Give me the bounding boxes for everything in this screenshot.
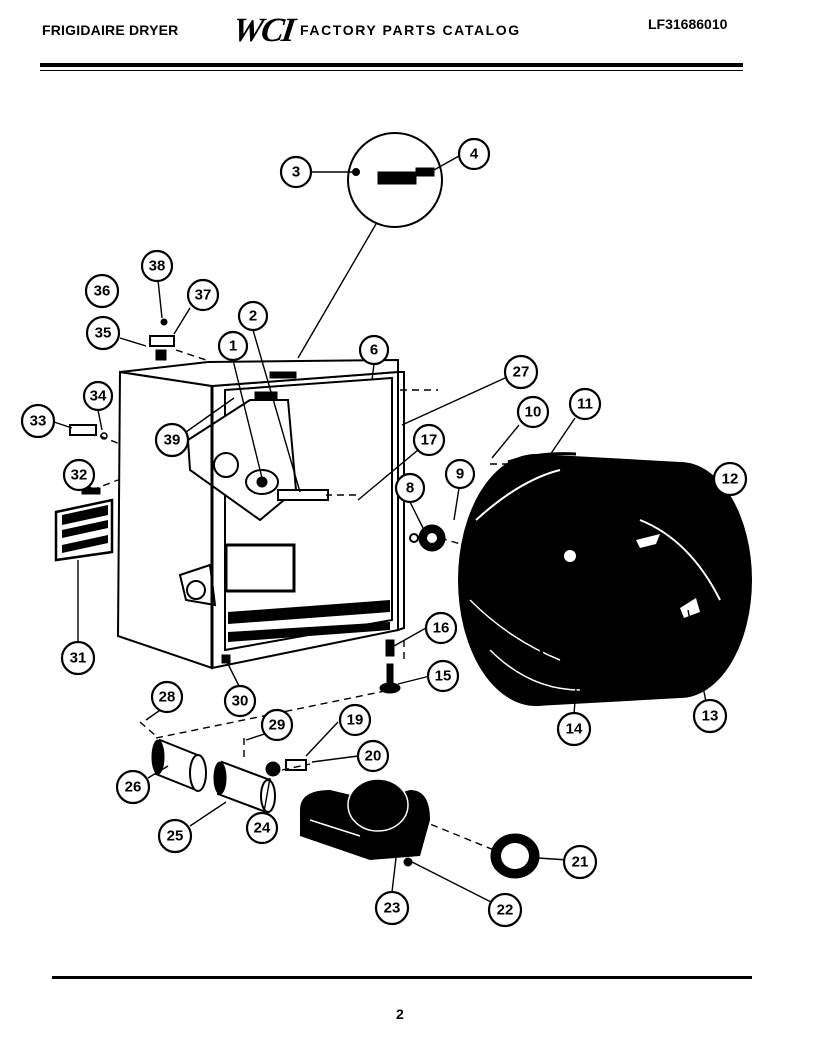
callout-38: 38 — [140, 249, 174, 283]
callout-26: 26 — [115, 769, 151, 805]
callout-9: 9 — [444, 458, 476, 490]
header-rule-thin — [40, 70, 743, 71]
callout-28: 28 — [150, 680, 184, 714]
header-rule — [40, 63, 743, 67]
cabinet — [116, 358, 405, 670]
callout-label: 15 — [435, 668, 452, 685]
callout-39: 39 — [154, 422, 190, 458]
page-number: 2 — [396, 1006, 404, 1022]
callout-4: 4 — [457, 137, 491, 171]
callout-16: 16 — [424, 611, 458, 645]
callout-17: 17 — [412, 423, 446, 457]
callout-37: 37 — [186, 278, 220, 312]
callout-label: 28 — [159, 689, 176, 706]
callout-label: 21 — [572, 854, 589, 871]
callout-label: 10 — [525, 404, 542, 421]
callout-20: 20 — [356, 739, 390, 773]
assembly-lines — [91, 349, 510, 851]
small-hardware — [69, 318, 175, 495]
callout-label: 35 — [95, 325, 112, 342]
control-components — [245, 371, 329, 501]
callout-label: 11 — [577, 396, 593, 413]
callout-19: 19 — [338, 703, 372, 737]
callout-label: 27 — [513, 364, 530, 381]
model-number: LF31686010 — [648, 16, 728, 32]
callout-label: 12 — [722, 471, 739, 488]
callout-label: 34 — [90, 388, 107, 405]
callout-label: 36 — [94, 283, 111, 300]
callout-label: 33 — [30, 413, 47, 430]
callout-13: 13 — [692, 698, 728, 734]
callout-label: 39 — [164, 432, 181, 449]
callout-label: 14 — [566, 721, 583, 738]
callout-label: 31 — [70, 650, 87, 667]
callout-label: 23 — [384, 900, 401, 917]
callout-24: 24 — [245, 811, 279, 845]
callout-label: 32 — [71, 467, 88, 484]
callout-label: 37 — [195, 287, 212, 304]
callout-22: 22 — [487, 892, 523, 928]
footer-rule — [52, 976, 752, 979]
callout-31: 31 — [60, 640, 96, 676]
callout-label: 19 — [347, 712, 364, 729]
callout-label: 38 — [149, 258, 166, 275]
callout-27: 27 — [503, 354, 539, 390]
drum-bearing — [409, 524, 446, 552]
callout-6: 6 — [358, 334, 390, 366]
callout-label: 29 — [269, 717, 286, 734]
callout-label: 24 — [254, 820, 271, 837]
callout-label: 8 — [406, 480, 414, 497]
callout-label: 30 — [232, 693, 249, 710]
callout-35: 35 — [85, 315, 121, 351]
drum — [458, 452, 752, 706]
callout-36: 36 — [84, 273, 120, 309]
callout-8: 8 — [394, 472, 426, 504]
callout-12: 12 — [712, 461, 748, 497]
callout-1: 1 — [217, 330, 249, 362]
callout-label: 16 — [433, 620, 450, 637]
callout-21: 21 — [562, 844, 598, 880]
callout-23: 23 — [374, 890, 410, 926]
callout-29: 29 — [260, 708, 294, 742]
exhaust-grille — [54, 498, 114, 562]
brand-name: FRIGIDAIRE DRYER — [42, 22, 179, 38]
terminal-block-detail — [297, 132, 443, 359]
callout-33: 33 — [20, 403, 56, 439]
callout-label: 22 — [497, 902, 514, 919]
callout-label: 20 — [365, 748, 382, 765]
callout-3: 3 — [279, 155, 313, 189]
callout-label: 2 — [249, 308, 257, 325]
leader-lines — [53, 155, 712, 903]
blower-ducts — [151, 738, 540, 879]
callout-label: 25 — [167, 828, 184, 845]
callout-label: 13 — [702, 708, 719, 725]
callout-label: 6 — [370, 342, 378, 359]
leveling-legs — [379, 639, 401, 694]
callout-10: 10 — [516, 395, 550, 429]
callout-label: 26 — [125, 779, 142, 796]
callout-32: 32 — [62, 458, 96, 492]
callout-30: 30 — [223, 684, 257, 718]
callout-14: 14 — [556, 711, 592, 747]
callout-2: 2 — [237, 300, 269, 332]
callout-11: 11 — [568, 387, 602, 421]
callout-label: 4 — [470, 146, 479, 163]
callout-label: 1 — [229, 338, 237, 355]
catalog-title: FACTORY PARTS CATALOG — [300, 22, 521, 38]
callout-label: 3 — [292, 164, 300, 181]
callout-label: 9 — [456, 466, 464, 483]
callout-15: 15 — [426, 659, 460, 693]
callout-label: 17 — [421, 432, 438, 449]
callout-25: 25 — [157, 818, 193, 854]
callout-34: 34 — [82, 380, 114, 412]
